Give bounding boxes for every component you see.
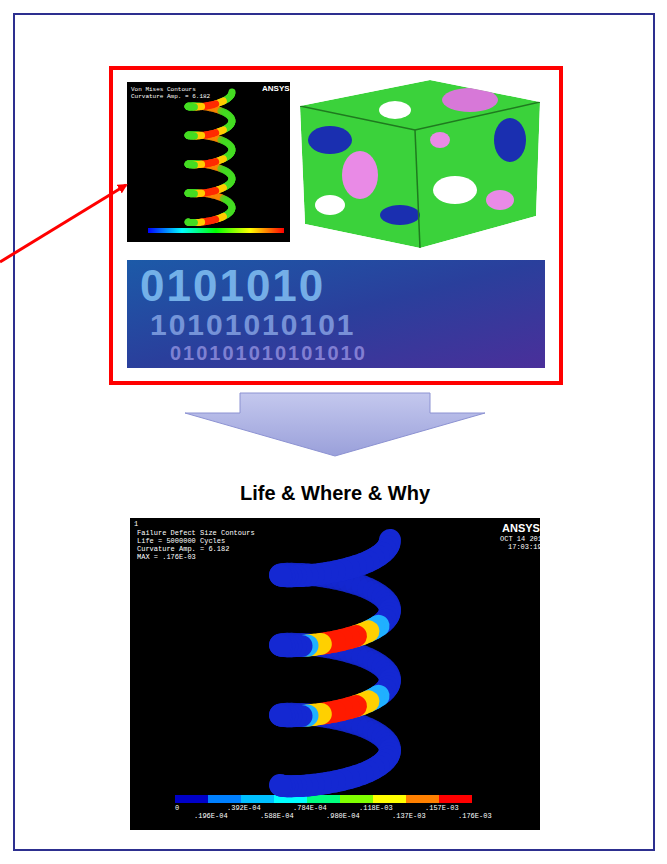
coil-segment [269, 634, 292, 656]
spring-figure [280, 540, 390, 786]
coil-segment [189, 103, 190, 110]
screen-label: MAX = .176E-03 [137, 554, 196, 562]
highlight-box [111, 68, 561, 383]
coil-segment [269, 564, 292, 586]
screen-label: Curvature Amp. = 6.182 [137, 546, 229, 554]
coil-segment [269, 704, 292, 726]
section-heading: Life & Where & Why [240, 482, 430, 504]
coil-segment [281, 563, 282, 585]
coil-segment [185, 132, 193, 139]
coil-segment [189, 189, 190, 196]
coil-segment [185, 160, 193, 167]
coil-segment [185, 132, 193, 139]
coil-segment [185, 219, 193, 226]
screen-label: .157E-03 [425, 805, 459, 813]
binary-image [127, 260, 545, 368]
coil-segment [185, 103, 193, 110]
color-bar [148, 228, 284, 233]
coil-segment [281, 774, 282, 796]
coil-segment [185, 161, 192, 168]
coil-segment [269, 774, 292, 796]
screen-label: Curvature Amp. = 6.182 [131, 94, 210, 101]
binary-digits: 10101010101 [150, 308, 356, 341]
screen-label: .588E-04 [260, 813, 294, 821]
coil-segment [185, 161, 192, 168]
panel-frame [14, 14, 654, 850]
grain-cube [300, 80, 540, 248]
coil-segment [185, 161, 193, 168]
coil-segment [189, 161, 190, 168]
screen-label: 1 [134, 521, 138, 529]
screenshot-ground [130, 518, 540, 830]
screen-label: Von Mises Contours [131, 87, 196, 94]
coil-segment [185, 132, 192, 139]
coil-segment [189, 219, 190, 226]
spring-figure [188, 92, 232, 223]
screen-label: ANSYS [262, 85, 290, 94]
screen-label: Failure Defect Size Contours [137, 530, 255, 538]
coil-segment [185, 132, 192, 139]
coil-segment [281, 634, 282, 656]
coil-segment [269, 634, 292, 656]
screen-label: Life = 5000000 Cycles [137, 538, 225, 546]
screen-label: .137E-03 [392, 813, 426, 821]
coil-segment [185, 103, 192, 110]
coil-segment [269, 704, 292, 726]
coil-segment [189, 132, 190, 139]
coil-segment [185, 103, 192, 110]
coil-segment [281, 564, 282, 586]
screen-label: ANSYS [502, 522, 540, 534]
flow-arrow [185, 393, 485, 456]
coil-segment [185, 190, 193, 197]
screen-label: .196E-04 [194, 813, 228, 821]
coil-segment [185, 190, 192, 197]
screen-label: .980E-04 [326, 813, 360, 821]
coil-segment [189, 190, 190, 197]
coil-segment [281, 633, 282, 655]
coil-segment [185, 219, 192, 226]
screen-label: .176E-03 [458, 813, 492, 821]
coil-segment [281, 703, 282, 725]
coil-segment [281, 704, 282, 726]
binary-digits: 0101010 [140, 262, 325, 310]
coil-segment [189, 160, 190, 167]
screenshot-ground [127, 82, 290, 242]
coil-segment [189, 103, 190, 110]
coil-segment [185, 103, 193, 110]
coil-segment [189, 131, 190, 138]
pointer-arrow [0, 185, 126, 262]
color-bar [175, 795, 472, 803]
coil-segment [185, 189, 193, 196]
coil-segment [269, 564, 292, 586]
screen-label: .784E-04 [293, 805, 327, 813]
screen-label: 17:03:19 [508, 544, 542, 552]
screen-label: 0 [175, 805, 179, 813]
screen-label: .392E-04 [227, 805, 261, 813]
screen-label: .118E-03 [359, 805, 393, 813]
binary-digits: 010101010101010 [170, 342, 367, 364]
screen-label: OCT 14 2010 [500, 536, 546, 544]
coil-segment [185, 189, 192, 196]
